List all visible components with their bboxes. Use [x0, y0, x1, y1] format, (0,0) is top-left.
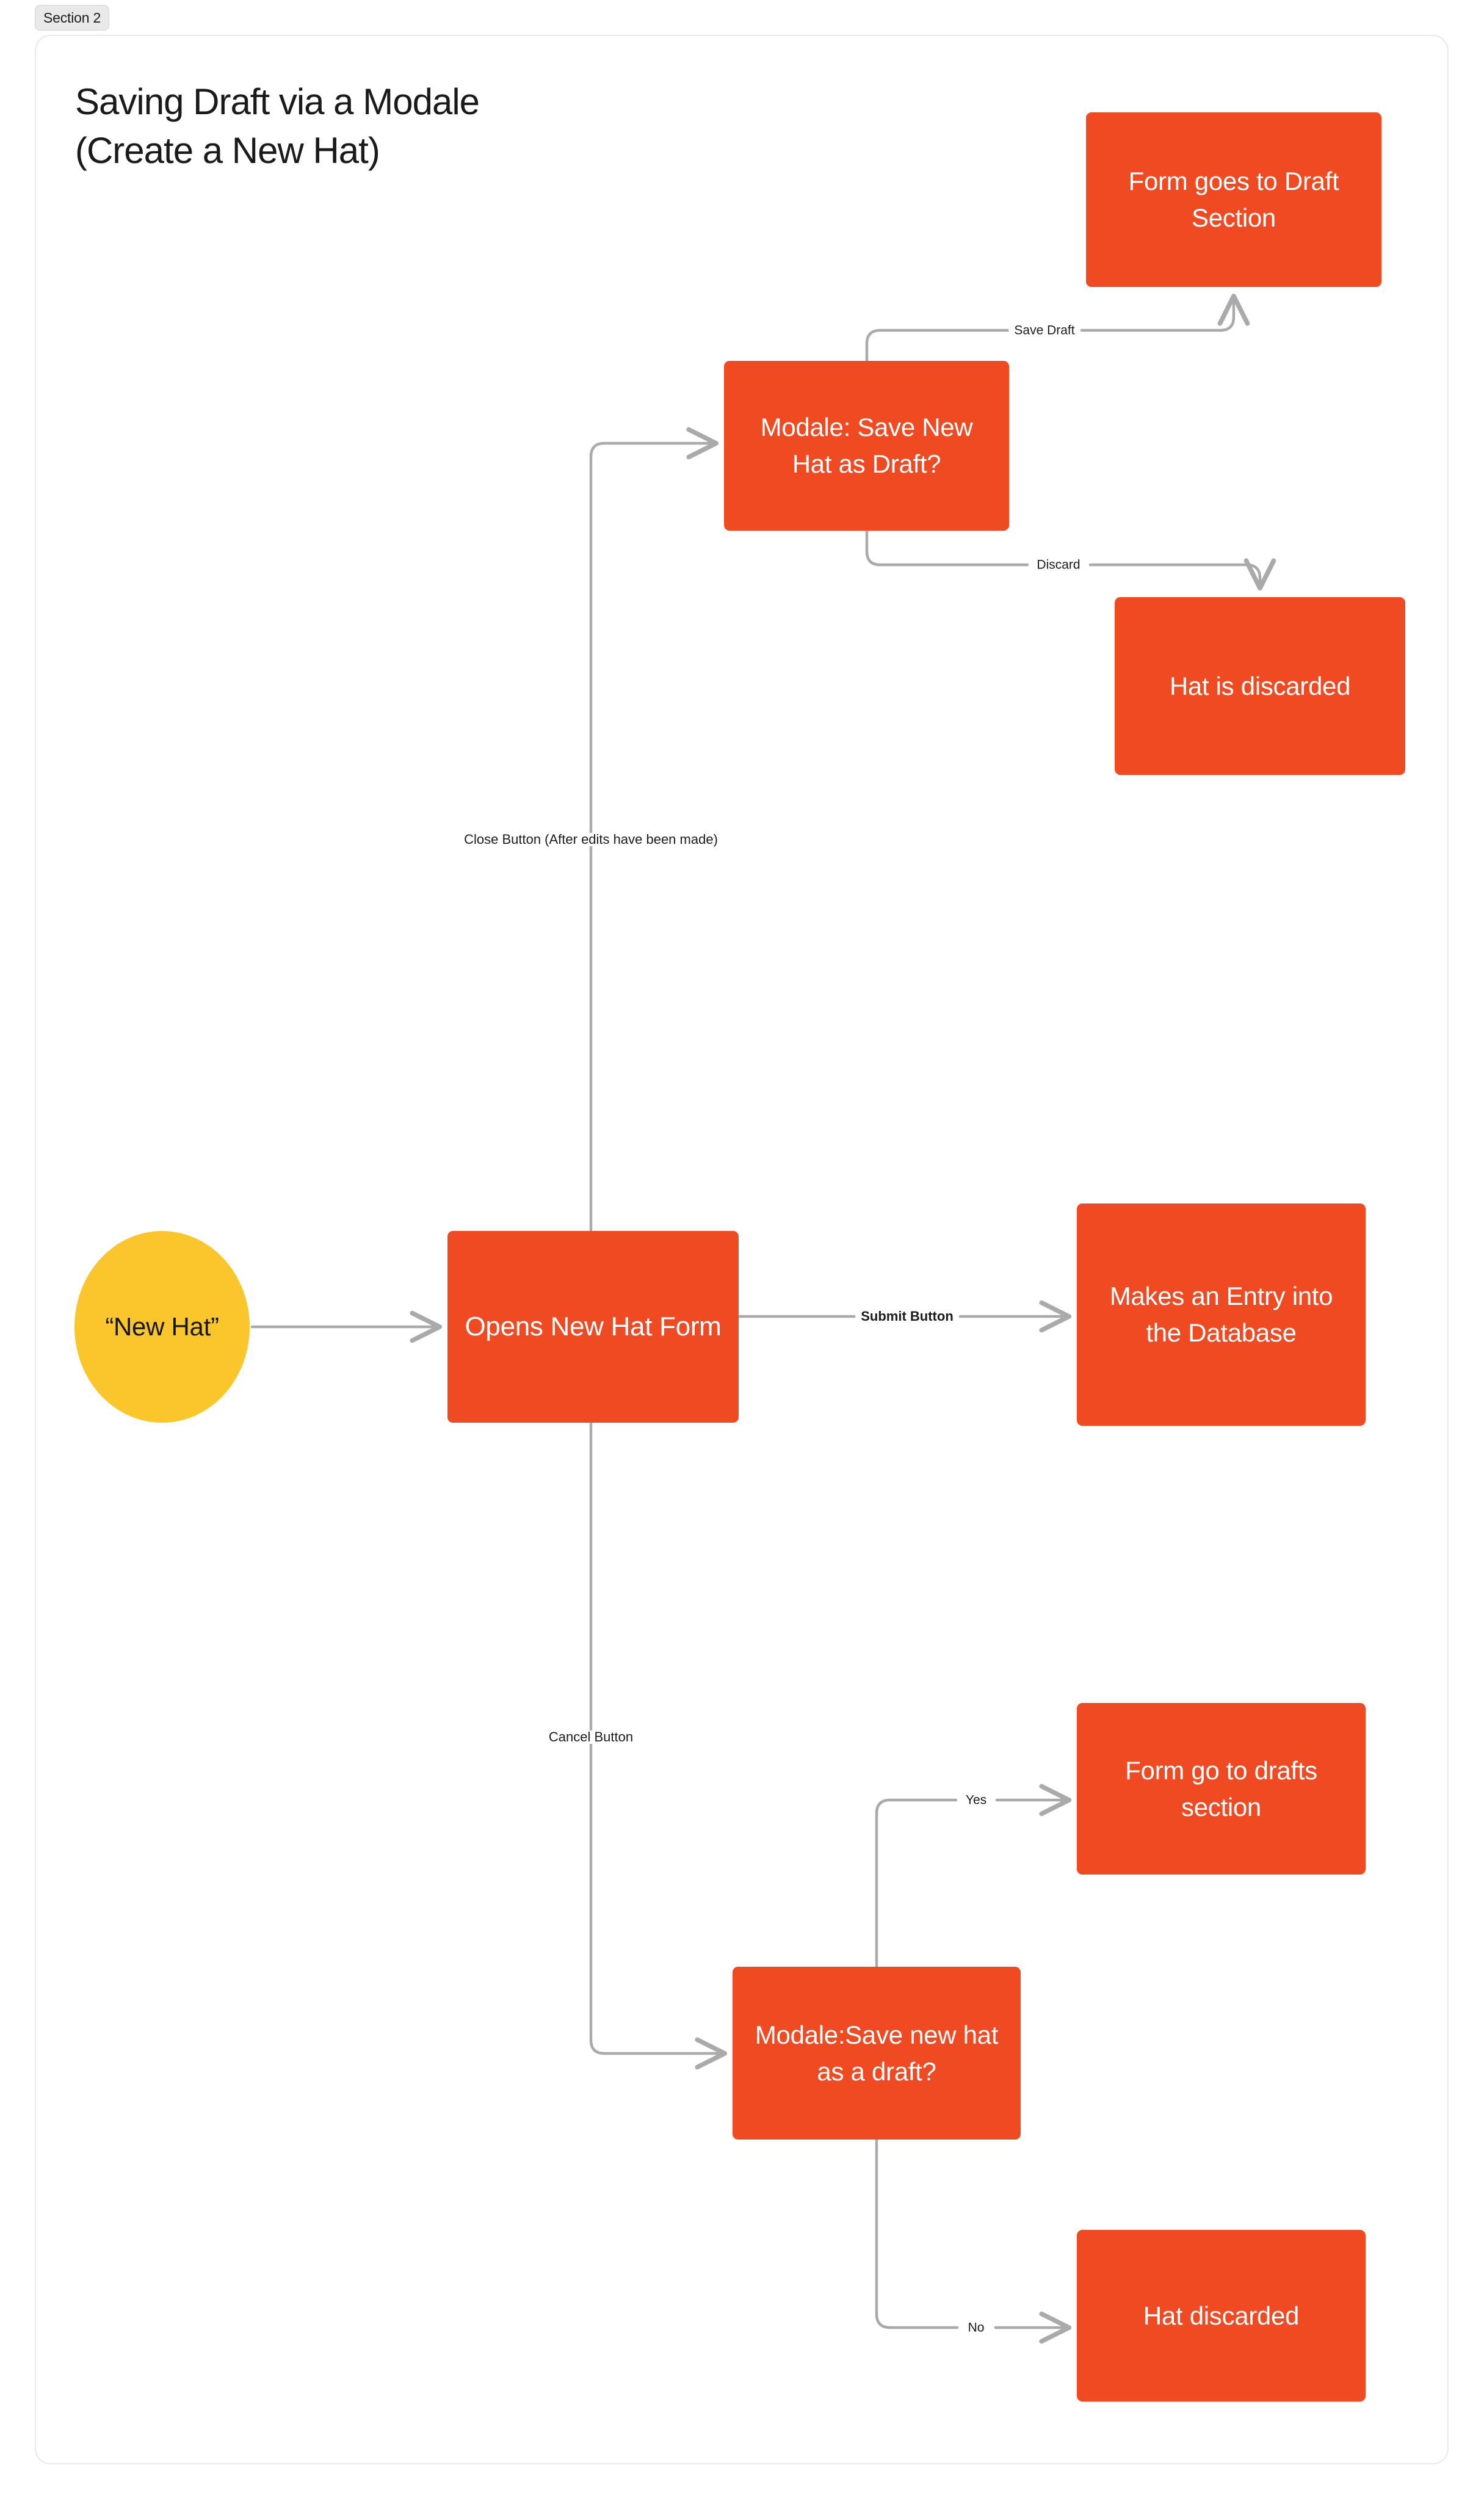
edge-modale-draft-to-hat-discarded — [865, 529, 1260, 587]
node-hat-discarded[interactable]: Hat discarded — [1077, 2230, 1366, 2401]
edge-label-save-draft: Save Draft — [1008, 324, 1080, 337]
edge-modale-draft-to-draft-section — [865, 297, 1234, 363]
edge-modale-new-hat-to-drafts — [875, 1800, 1068, 1969]
edge-form-to-modale-new-hat — [589, 1421, 728, 2070]
node-modale-save-new-hat-as-a-draft[interactable]: Modale:Save new hat as a draft? — [733, 1967, 1021, 2140]
node-modale-save-new-hat-as-draft[interactable]: Modale: Save New Hat as Draft? — [724, 361, 1009, 531]
section-chip[interactable]: Section 2 — [35, 5, 110, 31]
page-title: Saving Draft via a Modale (Create a New … — [75, 81, 480, 171]
node-opens-new-hat-form[interactable]: Opens New Hat Form — [447, 1231, 739, 1423]
edge-modale-new-hat-to-hat-discarded — [875, 2138, 1068, 2328]
edge-label-yes: Yes — [960, 1793, 993, 1807]
edge-label-close-button: Close Button (After edits have been made… — [458, 833, 723, 846]
edge-label-no: No — [962, 2321, 990, 2334]
edge-label-submit-button: Submit Button — [855, 1310, 959, 1323]
edge-label-cancel-button: Cancel Button — [543, 1730, 639, 1744]
node-hat-is-discarded[interactable]: Hat is discarded — [1115, 597, 1405, 775]
edge-label-discard: Discard — [1031, 558, 1086, 572]
node-form-go-to-drafts-section[interactable]: Form go to drafts section — [1077, 1703, 1366, 1875]
node-form-goes-to-draft-section[interactable]: Form goes to Draft Section — [1086, 112, 1381, 287]
edge-form-to-modale-draft — [589, 427, 719, 1233]
node-makes-an-entry-into-the-database[interactable]: Makes an Entry into the Database — [1077, 1203, 1366, 1426]
node-new-hat-start[interactable]: “New Hat” — [74, 1231, 250, 1423]
